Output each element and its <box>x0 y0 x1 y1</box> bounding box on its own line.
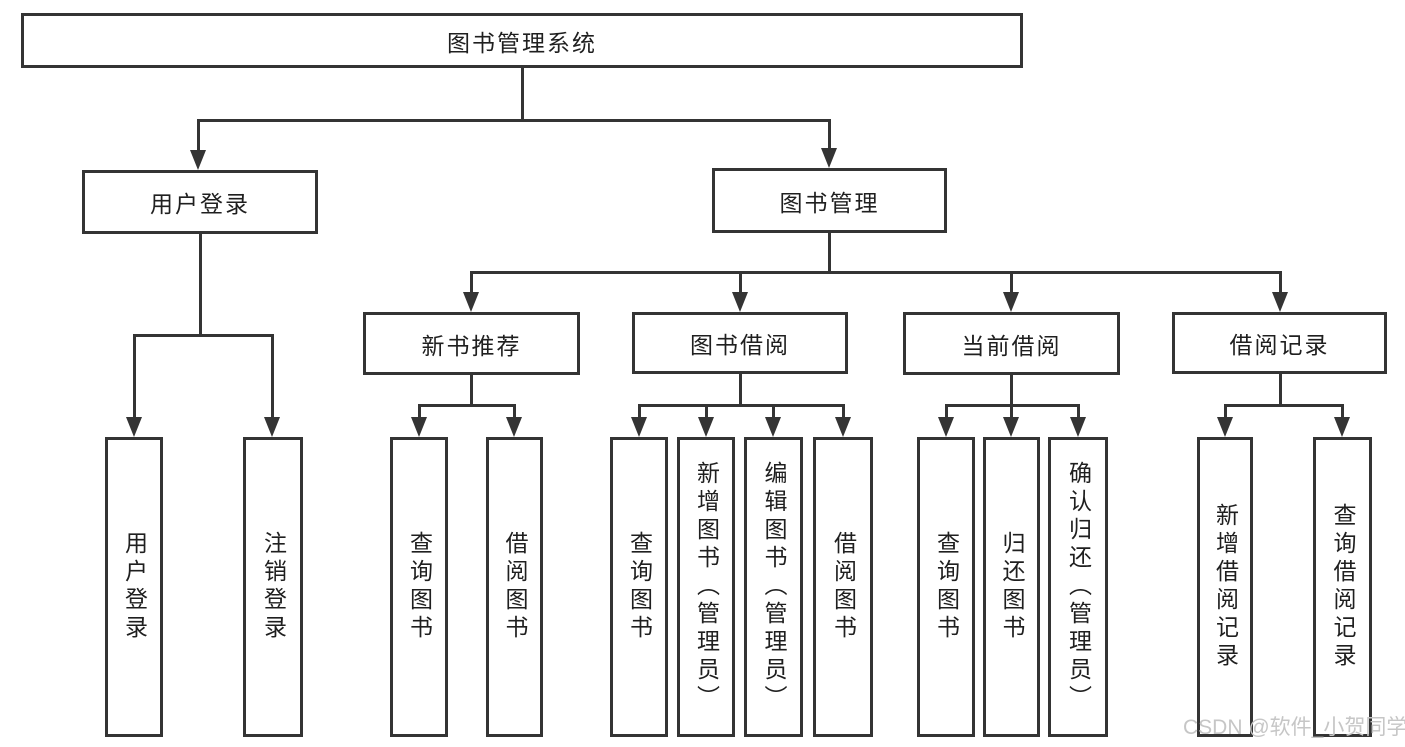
edge-borrow-to-leaf3 <box>772 404 775 420</box>
node-record-query-label: 查询借阅记录 <box>1330 503 1356 671</box>
arrow-down-icon <box>835 417 851 437</box>
node-borrow-record: 借阅记录 <box>1172 312 1387 374</box>
arrow-down-icon <box>631 417 647 437</box>
node-current-confirm-return-label: 确认归还（管理员） <box>1065 461 1092 713</box>
node-borrow-edit-books: 编辑图书（管理员） <box>744 437 803 737</box>
edge-mgmt-to-record <box>1279 271 1282 295</box>
node-rec-query-books-label: 查询图书 <box>406 531 433 643</box>
edge-borrow-trunk <box>739 374 742 406</box>
node-book-mgmt: 图书管理 <box>712 168 947 233</box>
node-borrow-query-books-label: 查询图书 <box>626 531 653 643</box>
edge-mgmt-to-current <box>1010 271 1013 295</box>
edge-login-to-leaf1 <box>133 334 136 419</box>
arrow-down-icon <box>126 417 142 437</box>
csdn-watermark: CSDN @软件_小贺同学 <box>1183 716 1405 739</box>
edge-current-to-leaf1 <box>945 404 948 420</box>
node-current-return-books-label: 归还图书 <box>999 531 1025 643</box>
node-new-book-rec: 新书推荐 <box>363 312 580 375</box>
node-root: 图书管理系统 <box>21 13 1023 68</box>
arrow-down-icon <box>732 292 748 312</box>
edge-borrow-to-leaf1 <box>638 404 641 420</box>
edge-login-trunk <box>199 234 202 336</box>
arrow-down-icon <box>1334 417 1350 437</box>
edge-rec-to-leaf1 <box>418 404 421 420</box>
edge-mgmt-bus <box>470 271 1281 274</box>
edge-root-to-mgmt <box>828 119 831 150</box>
node-record-query: 查询借阅记录 <box>1313 437 1372 737</box>
arrow-down-icon <box>411 417 427 437</box>
edge-record-to-leaf1 <box>1224 404 1227 420</box>
edge-record-trunk <box>1279 374 1282 406</box>
arrow-down-icon <box>1272 292 1288 312</box>
edge-login-to-leaf2 <box>271 334 274 419</box>
arrow-down-icon <box>1003 292 1019 312</box>
node-user-login-label: 用户登录 <box>150 191 250 217</box>
arrow-down-icon <box>821 148 837 168</box>
arrow-down-icon <box>506 417 522 437</box>
edge-record-to-leaf2 <box>1341 404 1344 420</box>
arrow-down-icon <box>938 417 954 437</box>
node-current-borrow-label: 当前借阅 <box>961 332 1062 359</box>
node-record-add: 新增借阅记录 <box>1197 437 1253 737</box>
node-user-login-leaf-label: 用户登录 <box>121 531 148 643</box>
node-borrow-add-books: 新增图书（管理员） <box>677 437 735 737</box>
arrow-down-icon <box>698 417 714 437</box>
node-current-confirm-return: 确认归还（管理员） <box>1048 437 1108 737</box>
node-borrow-record-label: 借阅记录 <box>1229 332 1330 358</box>
node-borrow-borrow-books: 借阅图书 <box>813 437 873 737</box>
edge-current-to-leaf3 <box>1077 404 1080 420</box>
arrow-down-icon <box>1003 417 1019 437</box>
node-book-borrow-label: 图书借阅 <box>690 332 790 358</box>
edge-current-trunk <box>1010 375 1013 406</box>
node-borrow-edit-books-label: 编辑图书（管理员） <box>761 461 787 713</box>
edge-root-bus <box>197 119 831 122</box>
edge-root-trunk <box>521 68 524 121</box>
arrow-down-icon <box>1070 417 1086 437</box>
edge-rec-to-leaf2 <box>513 404 516 420</box>
arrow-down-icon <box>190 150 206 170</box>
node-borrow-borrow-books-label: 借阅图书 <box>830 531 857 643</box>
edge-current-to-leaf2 <box>1010 404 1013 420</box>
edge-record-bus <box>1224 404 1344 407</box>
node-root-label: 图书管理系统 <box>447 29 597 56</box>
node-rec-query-books: 查询图书 <box>390 437 448 737</box>
edge-mgmt-trunk <box>828 233 831 273</box>
node-user-login-leaf: 用户登录 <box>105 437 163 737</box>
node-book-mgmt-label: 图书管理 <box>779 189 880 216</box>
node-current-query-books: 查询图书 <box>917 437 975 737</box>
node-record-add-label: 新增借阅记录 <box>1212 503 1239 671</box>
node-logout-label: 注销登录 <box>260 531 287 643</box>
edge-rec-trunk <box>470 375 473 406</box>
node-user-login: 用户登录 <box>82 170 318 234</box>
edge-rec-bus <box>418 404 516 407</box>
edge-root-to-login <box>197 119 200 152</box>
arrow-down-icon <box>765 417 781 437</box>
node-current-query-books-label: 查询图书 <box>933 531 960 643</box>
edge-mgmt-to-borrow <box>739 271 742 295</box>
arrow-down-icon <box>463 292 479 312</box>
edge-borrow-to-leaf4 <box>842 404 845 420</box>
edge-login-bus <box>133 334 274 337</box>
node-book-borrow: 图书借阅 <box>632 312 848 374</box>
node-rec-borrow-books-label: 借阅图书 <box>502 531 528 643</box>
arrow-down-icon <box>1217 417 1233 437</box>
arrow-down-icon <box>264 417 280 437</box>
node-current-return-books: 归还图书 <box>983 437 1040 737</box>
node-borrow-add-books-label: 新增图书（管理员） <box>693 461 720 713</box>
edge-mgmt-to-rec <box>470 271 473 295</box>
node-new-book-rec-label: 新书推荐 <box>421 332 522 359</box>
node-logout: 注销登录 <box>243 437 303 737</box>
node-current-borrow: 当前借阅 <box>903 312 1120 375</box>
node-rec-borrow-books: 借阅图书 <box>486 437 543 737</box>
node-borrow-query-books: 查询图书 <box>610 437 668 737</box>
edge-borrow-bus <box>638 404 845 407</box>
edge-borrow-to-leaf2 <box>705 404 708 420</box>
